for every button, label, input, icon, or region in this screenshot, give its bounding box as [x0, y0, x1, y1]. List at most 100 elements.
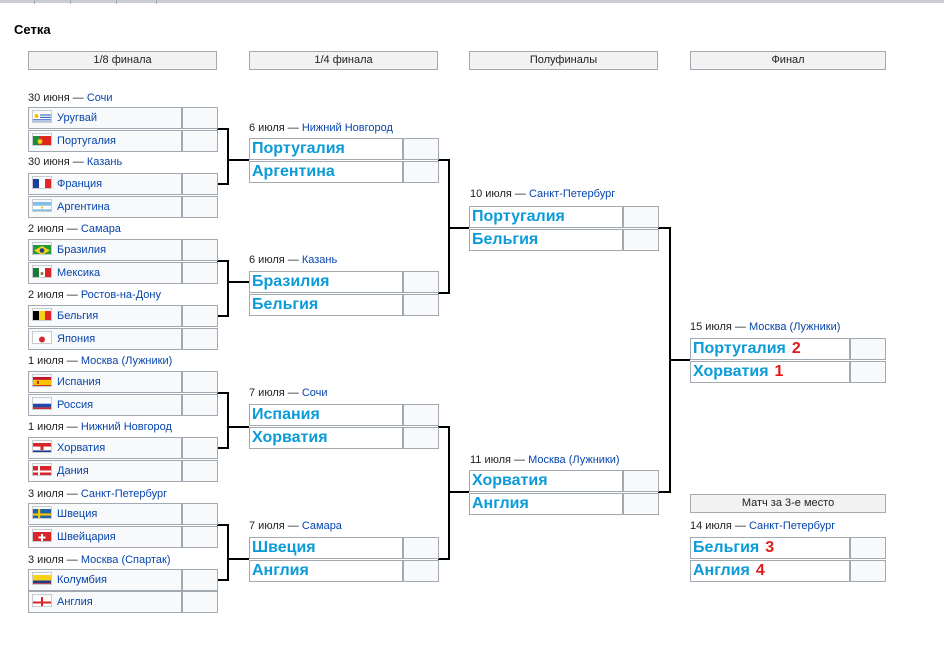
team-cell[interactable]: Бразилия	[28, 239, 182, 261]
team-cell[interactable]: Португалия	[469, 206, 623, 228]
venue-link[interactable]: Санкт-Петербург	[80, 488, 168, 500]
team-name[interactable]: Хорватия	[252, 429, 328, 446]
team-cell[interactable]: Испания	[249, 404, 403, 426]
venue-link[interactable]: Санкт-Петербург	[528, 188, 616, 200]
team-cell[interactable]: Испания	[28, 371, 182, 393]
venue-link[interactable]: Ростов-на-Дону	[80, 289, 161, 301]
team-cell[interactable]: Бельгия	[28, 305, 182, 327]
team-name[interactable]: Англия	[472, 495, 529, 512]
place-number: 4	[755, 562, 765, 579]
team-cell[interactable]: Португалия	[28, 130, 182, 152]
score-cell	[182, 305, 218, 327]
team-cell[interactable]: Аргентина	[249, 161, 403, 183]
team-name[interactable]: Хорватия	[472, 472, 548, 489]
team-name[interactable]: Бельгия	[252, 296, 319, 313]
team-cell[interactable]: Англия 4	[690, 560, 850, 582]
match-date: 15 июля —	[690, 321, 749, 333]
team-cell[interactable]: Хорватия	[469, 470, 623, 492]
team-cell[interactable]: Мексика	[28, 262, 182, 284]
team-name[interactable]: Бельгия	[57, 310, 99, 322]
team-cell[interactable]: Хорватия	[28, 437, 182, 459]
team-cell[interactable]: Колумбия	[28, 569, 182, 591]
flag-dk-icon	[32, 463, 52, 476]
team-cell[interactable]: Англия	[28, 591, 182, 613]
team-name[interactable]: Португалия	[472, 208, 565, 225]
team-name[interactable]: Бразилия	[252, 273, 330, 290]
venue-link[interactable]: Москва (Лужники)	[748, 321, 841, 333]
team-cell[interactable]: Россия	[28, 394, 182, 416]
top-tab[interactable]	[70, 0, 117, 4]
team-name[interactable]: Уругвай	[57, 112, 97, 124]
match-date: 6 июля —	[249, 254, 302, 266]
team-name[interactable]: Бразилия	[57, 244, 107, 256]
team-name[interactable]: Япония	[57, 333, 96, 345]
venue-link[interactable]: Казань	[301, 254, 338, 266]
team-name[interactable]: Дания	[57, 465, 89, 477]
team-cell[interactable]: Португалия	[249, 138, 403, 160]
team-name[interactable]: Бельгия	[472, 231, 539, 248]
score-cell	[850, 338, 886, 360]
team-name[interactable]: Португалия	[693, 340, 786, 357]
match-date: 14 июля —	[690, 520, 749, 532]
team-name[interactable]: Россия	[57, 399, 94, 411]
team-name[interactable]: Испания	[252, 406, 320, 423]
top-tab[interactable]	[0, 0, 35, 4]
venue-link[interactable]: Санкт-Петербург	[748, 520, 836, 532]
venue-link[interactable]: Сочи	[86, 92, 113, 104]
venue-link[interactable]: Сочи	[301, 387, 328, 399]
match-info-sf: 11 июля — Москва (Лужники)	[470, 454, 620, 467]
score-cell	[403, 161, 439, 183]
team-name[interactable]: Хорватия	[57, 442, 106, 454]
venue-link[interactable]: Самара	[80, 223, 121, 235]
team-cell[interactable]: Англия	[249, 560, 403, 582]
team-name[interactable]: Англия	[57, 596, 93, 608]
venue-link[interactable]: Нижний Новгород	[301, 122, 393, 134]
venue-link[interactable]: Москва (Лужники)	[528, 454, 620, 466]
score-cell	[403, 138, 439, 160]
match-info-r16: 30 июня — Сочи	[28, 92, 113, 105]
team-name[interactable]: Швеция	[57, 508, 98, 520]
match-info-r16: 3 июля — Санкт-Петербург	[28, 488, 167, 501]
team-name[interactable]: Англия	[252, 562, 309, 579]
team-name[interactable]: Колумбия	[57, 574, 107, 586]
team-cell[interactable]: Аргентина	[28, 196, 182, 218]
page-title: Сетка	[14, 22, 51, 37]
team-name[interactable]: Мексика	[57, 267, 101, 279]
team-name[interactable]: Швеция	[252, 539, 316, 556]
flag-be-icon	[32, 308, 52, 321]
team-name[interactable]: Испания	[57, 376, 101, 388]
top-tab[interactable]	[34, 0, 71, 4]
team-cell[interactable]: Франция	[28, 173, 182, 195]
team-cell[interactable]: Англия	[469, 493, 623, 515]
venue-link[interactable]: Москва (Спартак)	[80, 554, 171, 566]
team-name[interactable]: Бельгия	[693, 539, 760, 556]
team-cell[interactable]: Япония	[28, 328, 182, 350]
team-name[interactable]: Англия	[693, 562, 750, 579]
venue-link[interactable]: Казань	[86, 156, 123, 168]
team-cell[interactable]: Швеция	[28, 503, 182, 525]
team-cell[interactable]: Бразилия	[249, 271, 403, 293]
team-cell[interactable]: Бельгия	[469, 229, 623, 251]
team-cell[interactable]: Швеция	[249, 537, 403, 559]
venue-link[interactable]: Москва (Лужники)	[80, 355, 173, 367]
team-name[interactable]: Португалия	[57, 135, 116, 147]
score-cell	[182, 371, 218, 393]
team-name[interactable]: Аргентина	[252, 163, 335, 180]
venue-link[interactable]: Нижний Новгород	[80, 421, 172, 433]
team-name[interactable]: Португалия	[252, 140, 345, 157]
team-cell[interactable]: Дания	[28, 460, 182, 482]
team-cell[interactable]: Бельгия	[249, 294, 403, 316]
team-cell[interactable]: Швейцария	[28, 526, 182, 548]
team-cell[interactable]: Уругвай	[28, 107, 182, 129]
team-name[interactable]: Хорватия	[693, 363, 769, 380]
team-name[interactable]: Аргентина	[57, 201, 110, 213]
flag-mx-icon	[32, 265, 52, 278]
venue-link[interactable]: Самара	[301, 520, 342, 532]
team-cell[interactable]: Хорватия	[249, 427, 403, 449]
team-name[interactable]: Франция	[57, 178, 103, 190]
team-name[interactable]: Швейцария	[57, 531, 116, 543]
top-tab[interactable]	[116, 0, 157, 4]
